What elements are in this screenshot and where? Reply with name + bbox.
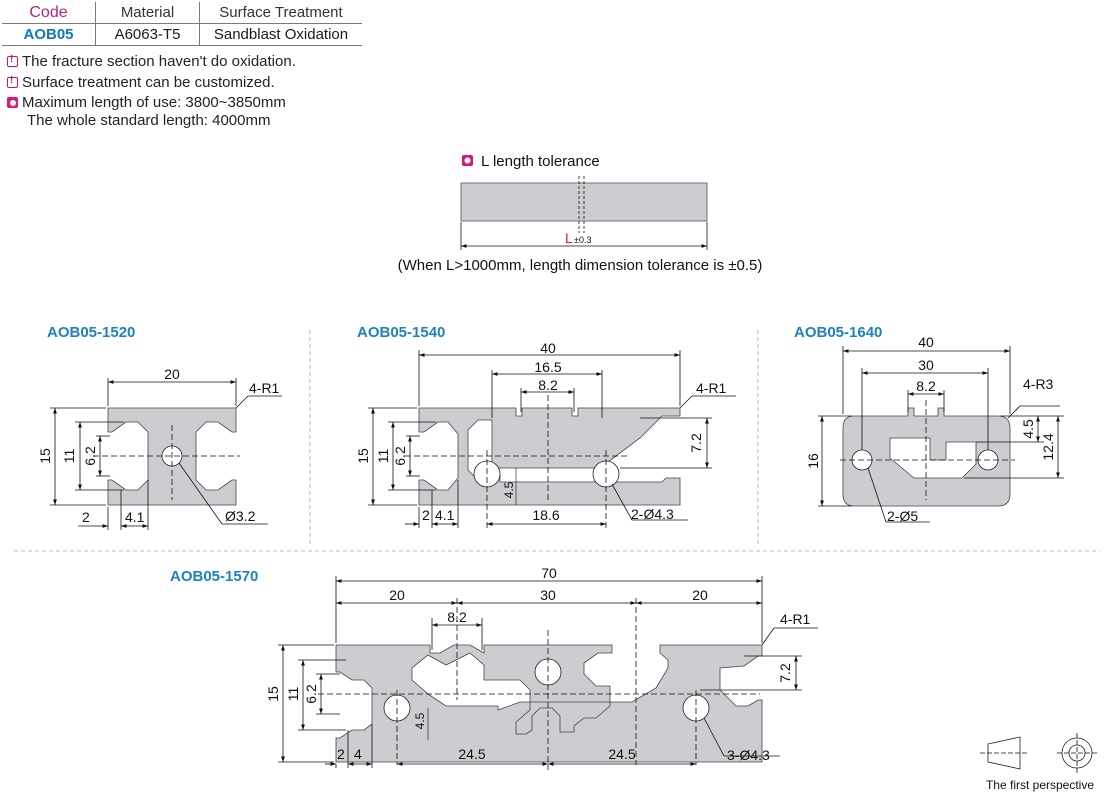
dim-1520-inner: 6.2 [82,446,98,466]
dim-1540-width: 40 [540,340,556,356]
dim-1520-hole: Ø3.2 [225,508,256,524]
dim-1570-mid-width: 30 [540,587,556,603]
dim-1570-holes: 3-Ø4.3 [727,747,770,763]
dim-1540-inner: 6.2 [392,446,408,466]
dim-1570-width: 70 [541,565,557,581]
dim-1570-pitch-left: 24.5 [458,746,485,762]
first-perspective-symbol: The first perspective [980,733,1097,792]
note-custom: Surface treatment can be customized. [7,74,275,91]
profile-1570-shape [335,644,763,763]
note-max-length-text: Maximum length of use: 3800~3850mm [22,94,286,111]
perspective-label: The first perspective [986,778,1094,792]
dim-1640-right-height: 12.4 [1040,433,1056,460]
spec-table-header: Code Material Surface Treatment [2,2,362,24]
dim-1520-slot: 11 [61,449,77,464]
dim-1520-radius: 4-R1 [249,380,280,396]
tolerance-title: L length tolerance [481,153,600,170]
profile-1520-title: AOB05-1520 [47,324,135,341]
dim-1570-inner: 6.2 [303,684,319,704]
dim-1520-left: 2 [82,509,90,525]
note-custom-text: Surface treatment can be customized. [22,74,275,91]
dim-1540-left: 2 [422,507,430,523]
dim-1570-left-width: 20 [389,587,405,603]
dim-1540-slot-width: 8.2 [538,377,558,393]
dim-1640-height: 16 [805,453,821,469]
profile-1570-title: AOB05-1570 [170,568,258,585]
warning-icon [7,54,18,67]
dim-1540-pitch: 18.6 [532,507,559,523]
warning-icon [7,75,18,88]
note-fracture: The fracture section haven't do oxidatio… [7,53,296,70]
dim-1540-inner-width: 16.5 [534,359,561,375]
truncated-cone-icon [987,736,1021,770]
profile-1540-title: AOB05-1540 [357,324,445,341]
dim-1570-right-height: 7.2 [777,663,793,683]
dim-1570-slot: 11 [285,687,301,702]
dim-1570-pitch-right: 24.5 [608,746,635,762]
dim-1640-slot-width: 8.2 [916,378,936,394]
dim-1570-left: 2 [337,746,345,762]
dim-1640-inner-width: 30 [918,357,934,373]
profile-1520: AOB05-1520 20 4-R1 15 11 6.2 2 4.1 Ø3.2 [37,324,282,530]
note-max-length: Maximum length of use: 3800~3850mm [7,94,286,111]
profile-1570: AOB05-1570 70 20 30 20 8.2 4-R1 15 11 [170,565,818,770]
dim-1640-radius: 4-R3 [1023,376,1054,392]
col-code-header: Code [2,2,96,24]
dim-1520-height: 15 [37,448,53,464]
profile-1640-title: AOB05-1640 [794,324,882,341]
note-fracture-text: The fracture section haven't do oxidatio… [22,53,296,70]
spec-table: Code Material Surface Treatment AOB05 A6… [2,2,362,46]
note-standard-length: The whole standard length: 4000mm [27,112,270,129]
dim-1540-offset: 4.1 [435,507,455,523]
dim-1540-height: 15 [355,448,371,464]
tolerance-symbol: L [565,230,573,246]
dim-1640-slot-depth: 4.5 [1020,419,1036,439]
dim-1540-radius: 4-R1 [696,380,727,396]
dim-1570-hole-height: 4.5 [413,712,427,729]
dim-1570-height: 15 [265,686,281,702]
dim-1540-right-height: 7.2 [688,433,704,453]
surface-cell: Sandblast Oxidation [199,23,362,46]
tolerance-value: ±0.3 [574,235,591,245]
dim-1640-width: 40 [918,334,934,350]
spec-table-row: AOB05 A6063-T5 Sandblast Oxidation [2,23,362,46]
note-standard-length-text: The whole standard length: 4000mm [27,112,271,129]
dim-1570-right-width: 20 [692,587,708,603]
dim-1640-holes: 2-Ø5 [887,508,918,524]
material-cell: A6063-T5 [95,23,200,46]
dim-1520-width: 20 [164,366,180,382]
dim-1570-radius: 4-R1 [780,611,811,627]
dim-1540-hole-height: 4.5 [502,481,516,498]
dim-1570-offset: 4 [354,746,362,762]
code-cell: AOB05 [2,23,96,46]
tolerance-note: (When L>1000mm, length dimension toleran… [398,257,763,274]
dim-1540-holes: 2-Ø4.3 [631,506,674,522]
circle-bullet-icon [7,97,18,108]
dim-1540-slot: 11 [375,449,391,464]
profile-1640: AOB05-1640 40 30 8.2 4-R3 16 4.5 12.4 2-… [794,324,1064,524]
dim-1570-slot-width: 8.2 [447,609,467,625]
tolerance-section: L length tolerance L ±0.3 (When L>1000mm… [398,153,763,274]
profile-1540: AOB05-1540 40 16.5 8.2 4-R1 15 11 6.2 7.… [355,324,736,530]
dim-1520-offset: 4.1 [125,509,145,525]
